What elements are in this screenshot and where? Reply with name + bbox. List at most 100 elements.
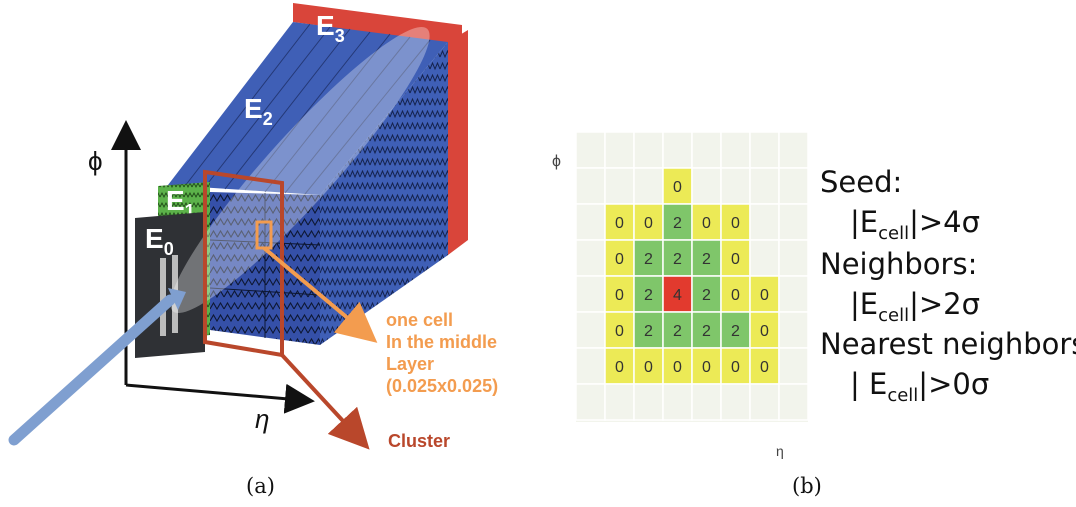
grid-cell-value: 0: [673, 359, 682, 376]
grid-cell-value: 0: [731, 287, 740, 304]
grid-cell-value: 0: [702, 215, 711, 232]
criterion-seed-heading: Seed:: [820, 165, 903, 199]
grid-cell: [691, 383, 722, 421]
grid-cell: [604, 383, 635, 421]
grid-cell: [749, 311, 780, 349]
criterion-nearest-threshold: | Ecell|>0σ: [850, 367, 990, 406]
grid-cell: [778, 203, 809, 241]
svg-text:(0.025x0.025): (0.025x0.025): [386, 376, 498, 396]
grid-cell: [749, 383, 780, 421]
grid-cell-value: 0: [615, 287, 624, 304]
grid-cell: [662, 167, 693, 205]
grid-cell: [778, 311, 809, 349]
e1-label: E1: [166, 185, 195, 221]
grid-cell: [691, 347, 722, 385]
grid-eta-label: η: [776, 443, 784, 459]
grid-cell-value: 2: [673, 215, 682, 232]
eta-axis-line: [125, 383, 315, 414]
grid-cell-value: 4: [673, 287, 682, 304]
grid-cell: [720, 311, 751, 349]
grid-cell: [720, 167, 751, 205]
e2-layer-top: [168, 22, 448, 195]
grid-cell: [691, 167, 722, 205]
svg-text:one cell: one cell: [386, 310, 453, 330]
e0-label: E0: [145, 223, 174, 259]
grid-cell: [575, 275, 606, 313]
cluster-callout-arrow: [280, 353, 370, 450]
grid-cell: [575, 167, 606, 205]
criterion-neighbors-threshold: |Ecell|>2σ: [850, 287, 980, 326]
caption-b: (b): [792, 474, 822, 498]
grid-cell-value: 0: [615, 359, 624, 376]
grid-cell-value: 2: [644, 251, 653, 268]
clustering-criteria: Seed: |Ecell|>4σ Neighbors: |Ecell|>2σ N…: [820, 165, 1076, 406]
grid-cell: [633, 383, 664, 421]
grid-cell-value: 2: [702, 287, 711, 304]
grid-cell: [720, 131, 751, 169]
e3-layer-side: [448, 30, 468, 255]
grid-cell: [633, 239, 664, 277]
grid-cell: [749, 131, 780, 169]
grid-cell: [749, 167, 780, 205]
grid-cell: [575, 131, 606, 169]
grid-cell-value: 2: [644, 287, 653, 304]
cell-note: one cell In the middle Layer (0.025x0.02…: [386, 310, 498, 396]
grid-cell: [778, 131, 809, 169]
grid-cell-value: 0: [702, 359, 711, 376]
cell-callout-arrow: [262, 246, 378, 343]
grid-cell: [691, 131, 722, 169]
grid-cell: [633, 167, 664, 205]
grid-cell: [662, 131, 693, 169]
grid-cell: [575, 347, 606, 385]
e2-label: E2: [244, 93, 273, 129]
grid-cell: [575, 383, 606, 421]
particle-arrow: [8, 294, 176, 446]
grid-cell: [662, 275, 693, 313]
svg-text:In the middle: In the middle: [386, 332, 497, 352]
grid-cell-value: 0: [760, 287, 769, 304]
grid-cell: [778, 239, 809, 277]
grid-cell: [633, 131, 664, 169]
grid-cell-value: 0: [615, 323, 624, 340]
grid-cell-value: 2: [702, 251, 711, 268]
grid-cell: [720, 383, 751, 421]
grid-cell: [778, 167, 809, 205]
eta-axis-label: η: [255, 404, 269, 434]
grid-cell-value: 2: [673, 323, 682, 340]
grid-cell: [778, 347, 809, 385]
grid-cell-value: 2: [673, 251, 682, 268]
grid-cell-value: 2: [702, 323, 711, 340]
caption-a: (a): [246, 474, 275, 498]
grid-phi-label: ϕ: [552, 153, 561, 170]
grid-cell-value: 0: [760, 323, 769, 340]
shower-highlight: [170, 26, 430, 314]
criterion-seed-threshold: |Ecell|>4σ: [850, 205, 980, 244]
grid-cell-value: 0: [615, 251, 624, 268]
grid-cell-value: 0: [644, 359, 653, 376]
grid-cell: [778, 383, 809, 421]
grid-cell-value: 0: [760, 359, 769, 376]
criterion-neighbors-heading: Neighbors:: [820, 247, 978, 281]
grid-cell: [749, 239, 780, 277]
grid-cell-value: 0: [731, 359, 740, 376]
grid-cell: [604, 311, 635, 349]
grid-cell: [575, 203, 606, 241]
grid-cell-value: 0: [731, 215, 740, 232]
cluster-label: Cluster: [388, 431, 450, 451]
e3-label: E3: [316, 10, 345, 46]
grid-cell-value: 0: [673, 179, 682, 196]
grid-cell: [662, 239, 693, 277]
svg-text:Layer: Layer: [386, 354, 434, 374]
e3-layer-top: [293, 3, 462, 45]
grid-cell: [633, 311, 664, 349]
grid-cell: [633, 203, 664, 241]
grid-cell: [575, 239, 606, 277]
grid-cell: [778, 275, 809, 313]
grid-cell: [662, 383, 693, 421]
grid-cell: [662, 203, 693, 241]
phi-axis-label: ϕ: [88, 146, 103, 176]
grid-cell-value: 2: [644, 323, 653, 340]
grid-cell: [749, 203, 780, 241]
